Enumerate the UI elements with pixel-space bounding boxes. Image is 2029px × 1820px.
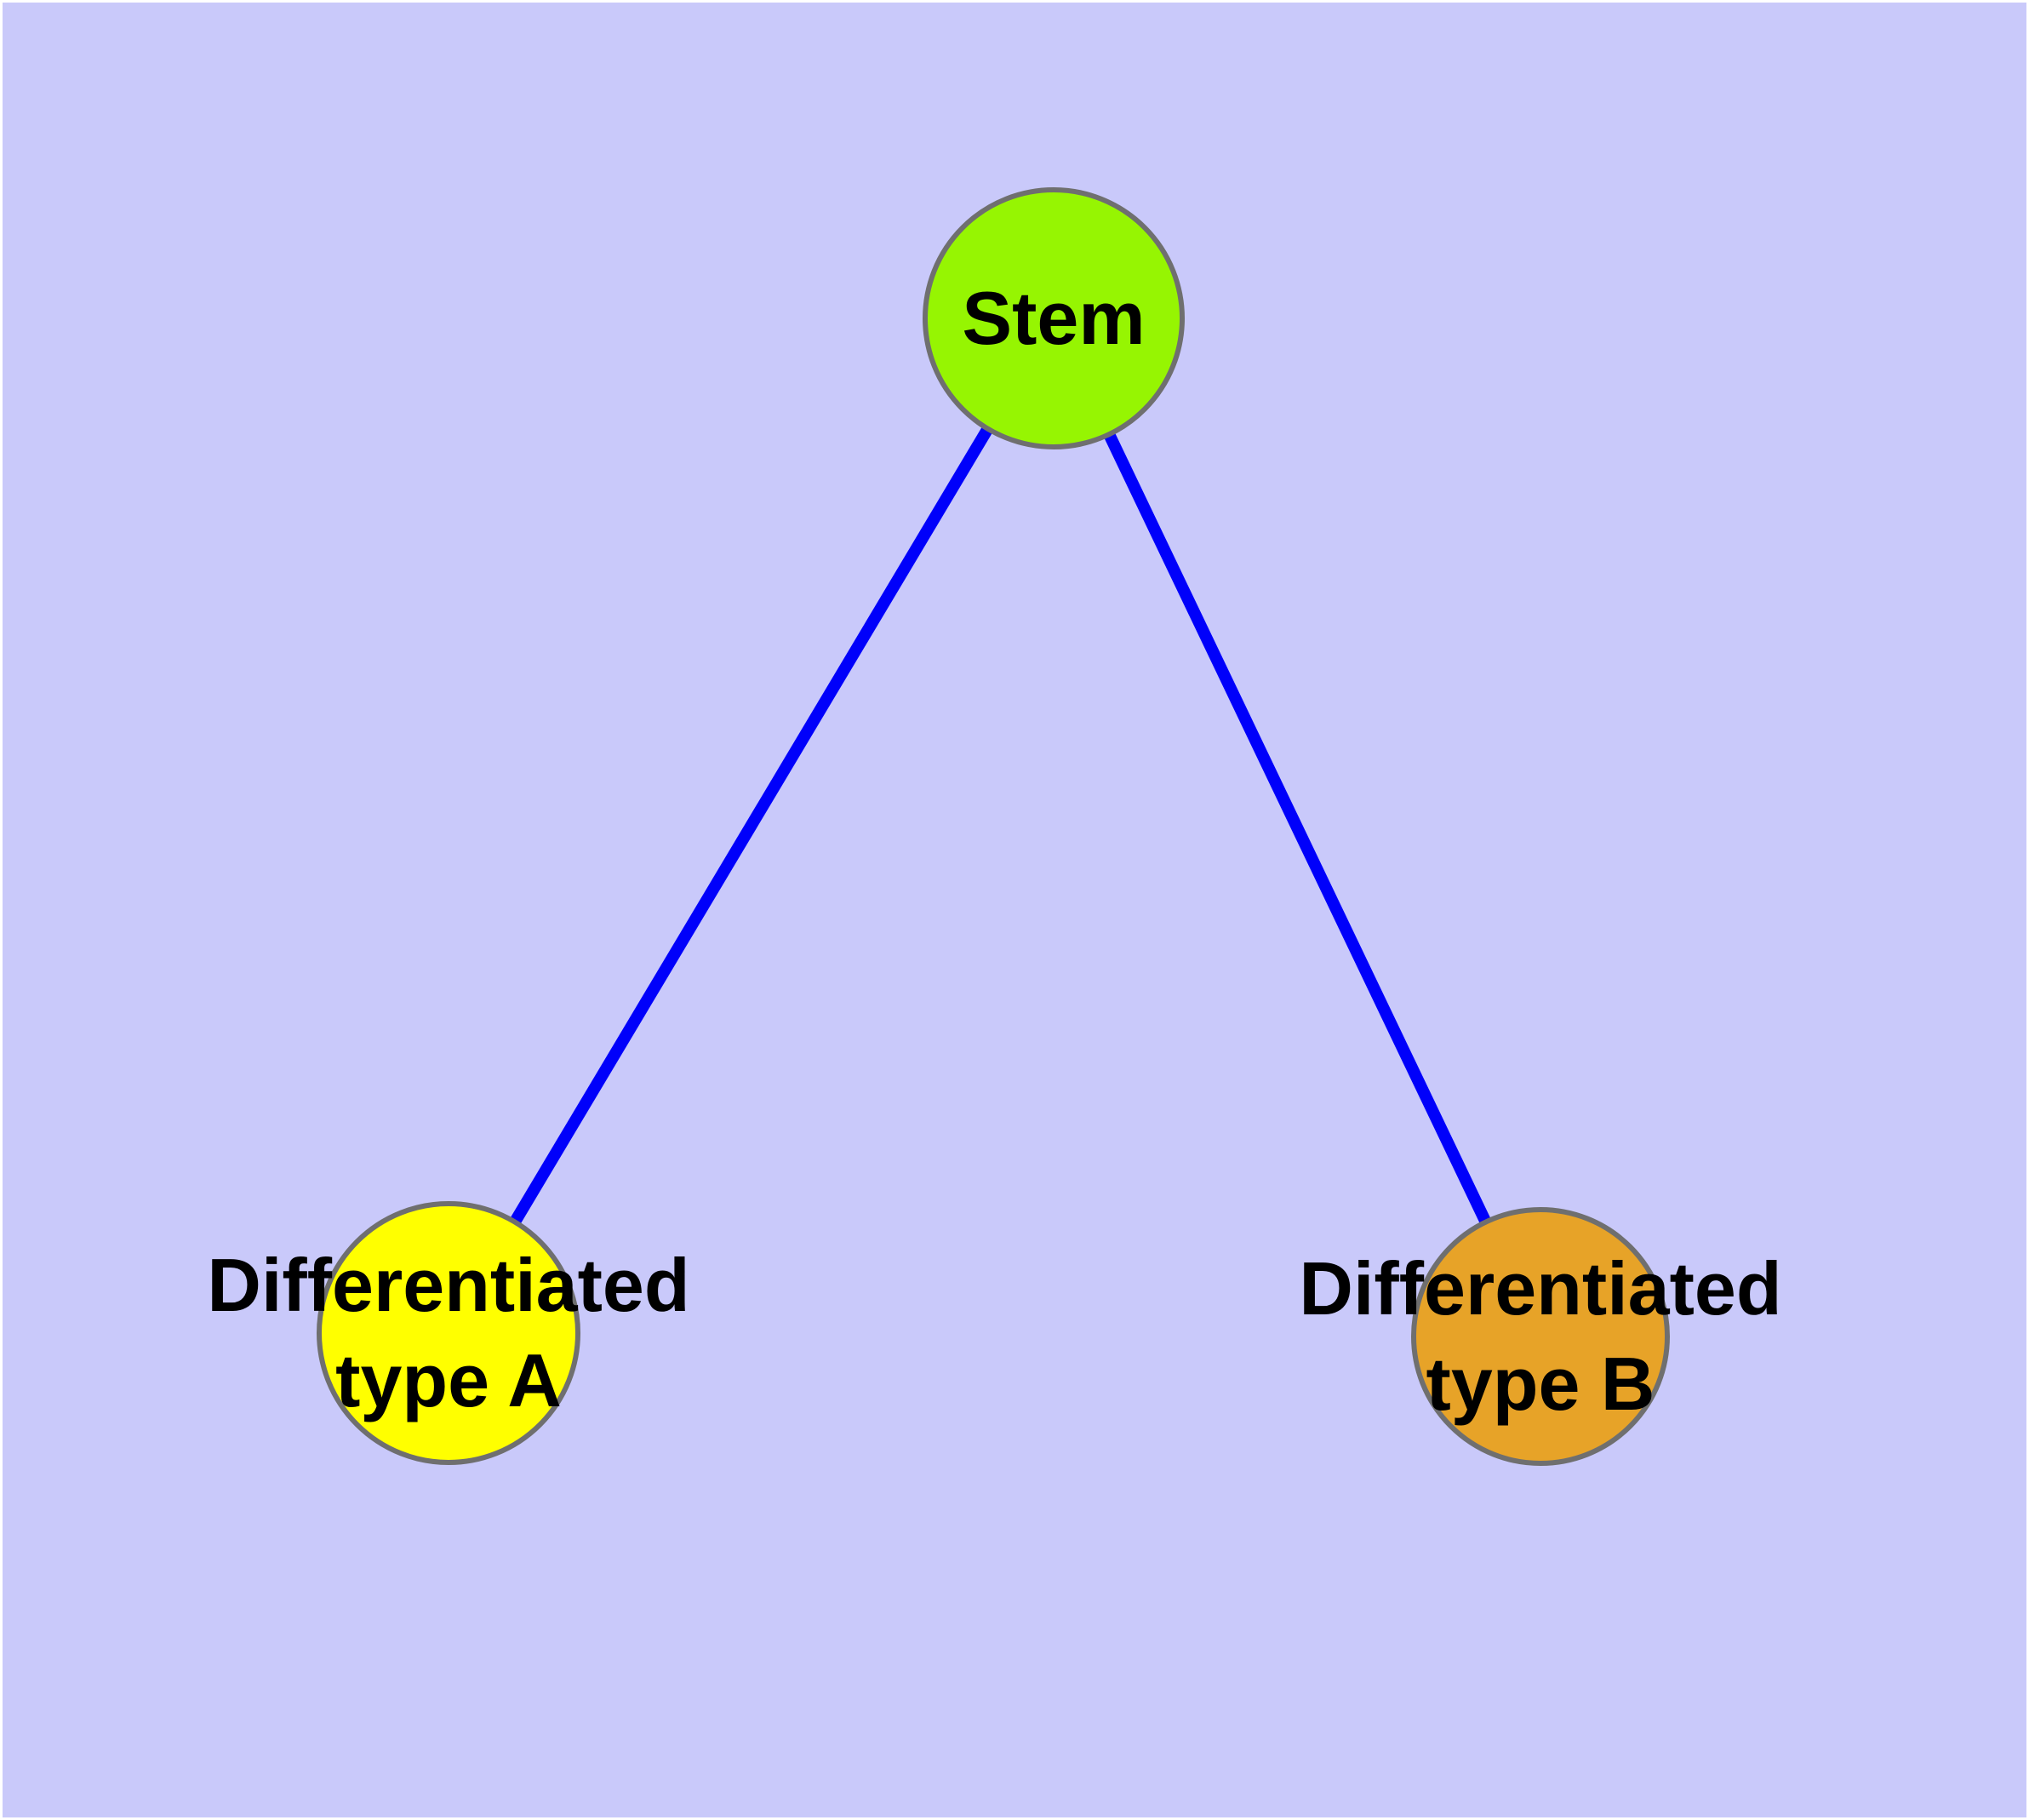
node-stem [923,187,1185,449]
edge-stem-to-type-b [1048,315,1546,1340]
node-type-a [317,1201,580,1465]
node-type-b [1411,1207,1670,1466]
edge-stem-to-type-a [443,315,1060,1336]
